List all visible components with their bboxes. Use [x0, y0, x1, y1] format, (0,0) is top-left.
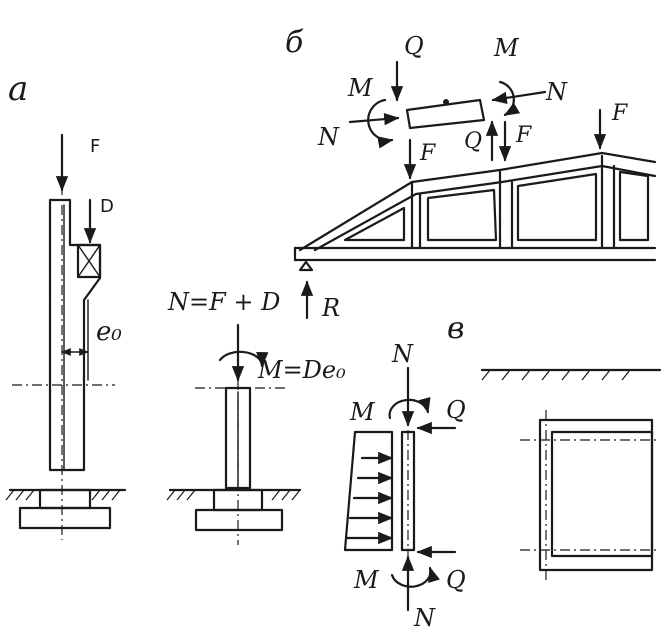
- panel-label-v: в: [447, 311, 464, 346]
- label-f: F: [90, 136, 100, 157]
- label-v-q-bot: Q: [446, 566, 466, 594]
- label-v-n-bot: N: [413, 604, 436, 632]
- panel-a-column: [5, 133, 127, 540]
- label-v-m-top: M: [349, 398, 376, 426]
- label-d: D: [100, 196, 114, 217]
- label-b-m-left: M: [347, 74, 374, 102]
- label-e0: e₀: [96, 317, 122, 347]
- labels: а б в F D e₀ N=F + D M=De₀ Q M M N N F Q…: [8, 25, 628, 632]
- label-b-f-left: F: [419, 141, 436, 166]
- panel-v-freebody: [343, 366, 457, 612]
- panel-a2-column: [166, 323, 302, 545]
- panel-v2-frame: [480, 368, 662, 580]
- label-v-n-top: N: [391, 340, 414, 368]
- label-b-f-mid: F: [515, 123, 532, 148]
- label-v-q-top: Q: [446, 396, 466, 424]
- label-b-m-right: M: [493, 34, 520, 62]
- panel-b-truss: [293, 60, 657, 320]
- label-b-n-left: N: [317, 123, 340, 151]
- label-b-n-right: N: [545, 78, 568, 106]
- moment-m-arrow: [218, 350, 269, 368]
- panel-label-a: а: [8, 69, 28, 109]
- label-m-equation: M=De₀: [257, 356, 346, 384]
- label-n-equation: N=F + D: [167, 288, 280, 316]
- label-b-r: R: [321, 294, 340, 322]
- panel-label-b: б: [285, 25, 304, 60]
- label-b-q: Q: [404, 32, 424, 60]
- label-b-f-right: F: [611, 101, 628, 126]
- label-b-q-lower: Q: [464, 129, 482, 154]
- label-v-m-bot: M: [353, 566, 380, 594]
